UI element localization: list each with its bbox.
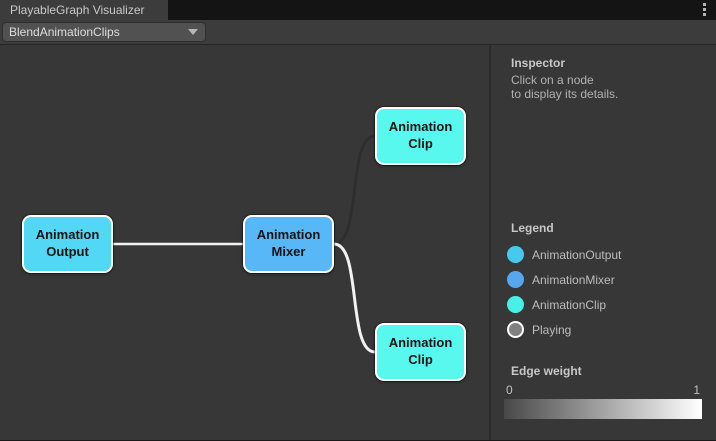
inspector-hint-line1: Click on a node (511, 73, 594, 87)
edge-mixer-to-clip-top (332, 134, 377, 246)
legend-label: AnimationClip (532, 297, 607, 312)
node-animation-clip-top[interactable]: Animation Clip (375, 107, 466, 165)
node-animation-clip-bottom[interactable]: Animation Clip (375, 323, 466, 381)
inspector-panel: Inspector Click on a node to display its… (491, 45, 716, 440)
edge-weight-title: Edge weight (511, 364, 582, 378)
legend: Legend AnimationOutput AnimationMixer An… (507, 221, 621, 342)
tab-bar: PlayableGraph Visualizer (0, 0, 716, 20)
kebab-menu-icon[interactable] (703, 3, 706, 16)
node-label: Animation Mixer (256, 227, 321, 259)
legend-label: AnimationOutput (532, 247, 622, 262)
inspector-title: Inspector (511, 56, 566, 70)
node-label: Animation Output (35, 227, 100, 259)
legend-item-animation-mixer: AnimationMixer (507, 267, 621, 292)
edge-weight-gradient-bar (504, 399, 702, 419)
node-animation-mixer[interactable]: Animation Mixer (243, 215, 334, 273)
edge-weight-max: 1 (693, 383, 700, 397)
legend-title: Legend (511, 221, 554, 235)
node-label: Animation Clip (388, 335, 453, 367)
graph-edges (111, 134, 377, 354)
legend-dot-playing (507, 321, 524, 338)
edge-weight-scale: 0 1 (504, 383, 702, 397)
inspector-hint-line2: to display its details. (511, 87, 619, 101)
edge-weight-min: 0 (506, 383, 513, 397)
legend-item-animation-clip: AnimationClip (507, 292, 621, 317)
graph-canvas[interactable]: Animation Output Animation Mixer Animati… (0, 45, 489, 440)
graph-selector-value: BlendAnimationClips (9, 25, 120, 39)
graph-selector-dropdown[interactable]: BlendAnimationClips (3, 23, 205, 41)
legend-label: AnimationMixer (532, 272, 615, 287)
legend-item-animation-output: AnimationOutput (507, 242, 621, 267)
legend-dot-animationmixer (507, 271, 524, 288)
legend-item-playing: Playing (507, 317, 621, 342)
window-title: PlayableGraph Visualizer (10, 3, 145, 17)
node-label: Animation Clip (388, 119, 453, 151)
legend-dot-animationoutput (507, 246, 524, 263)
node-animation-output[interactable]: Animation Output (22, 215, 113, 273)
toolbar: BlendAnimationClips (0, 20, 716, 45)
inspector-hint: Click on a node to display its details. (511, 73, 618, 101)
panel-divider (489, 45, 491, 440)
edge-mixer-to-clip-bottom (332, 242, 377, 354)
main-area: Animation Output Animation Mixer Animati… (0, 45, 716, 440)
legend-dot-animationclip (507, 296, 524, 313)
legend-label: Playing (532, 322, 572, 337)
edge-weight-section: Edge weight 0 1 (504, 362, 702, 419)
chevron-down-icon (188, 29, 198, 35)
tab-playablegraph-visualizer[interactable]: PlayableGraph Visualizer (0, 0, 168, 20)
